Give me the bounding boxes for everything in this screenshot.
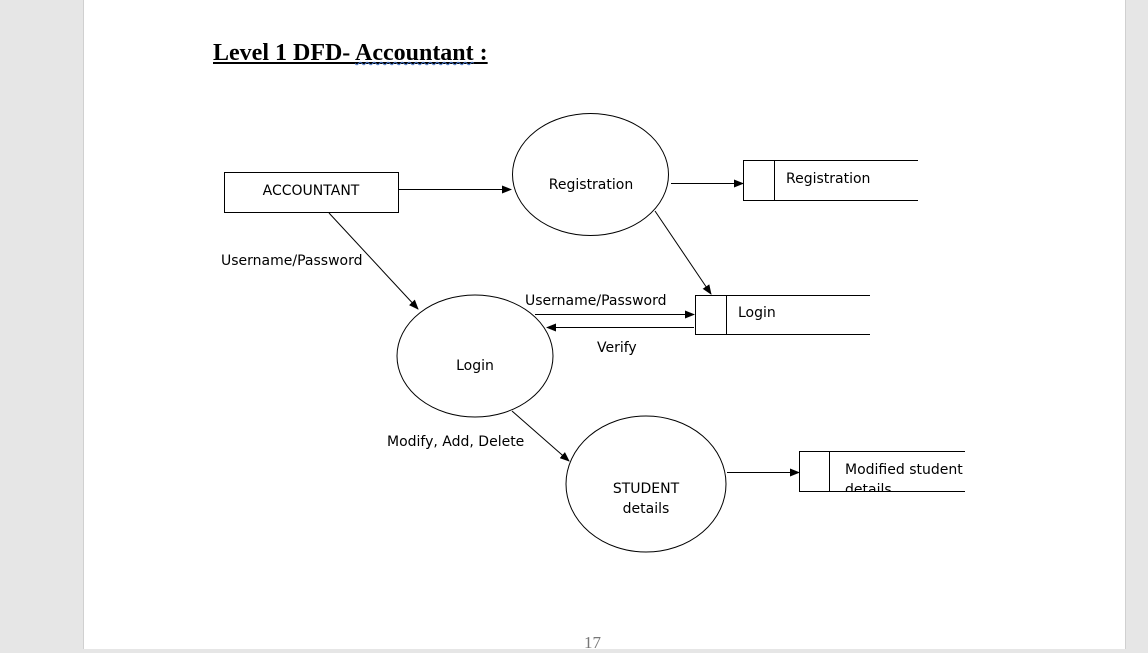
store-login-label: Login: [738, 305, 776, 321]
flow-label-modify-add-delete: Modify, Add, Delete: [387, 434, 524, 450]
page-number: 17: [584, 633, 601, 652]
store-registration-label: Registration: [786, 171, 870, 187]
store-modified-label-line2: details: [845, 482, 892, 498]
page-heading: Level 1 DFD- Accountant :: [213, 40, 488, 67]
entity-accountant-label: ACCOUNTANT: [263, 183, 360, 199]
process-student-details: [565, 415, 727, 553]
heading-prefix: Level 1 DFD-: [213, 40, 355, 66]
store-modified-label-line1: Modified student: [845, 462, 963, 478]
flow-label-verify: Verify: [597, 340, 637, 356]
process-student-label-line1: STUDENT: [613, 481, 680, 497]
process-login: [396, 294, 554, 418]
process-registration: [512, 113, 669, 236]
process-student-label-line2: details: [623, 501, 670, 517]
flow-registration-to-login-store: [654, 210, 712, 295]
flow-label-accountant-login: Username/Password: [221, 253, 362, 269]
entity-accountant: [224, 172, 399, 213]
heading-suffix: :: [473, 40, 488, 66]
flow-accountant-to-login: [328, 212, 419, 310]
process-registration-label: Registration: [549, 177, 633, 193]
flow-label-login-store: Username/Password: [525, 293, 666, 309]
flow-login-to-student: [511, 410, 570, 462]
heading-spellcheck-word[interactable]: Accountant: [354, 40, 474, 66]
process-login-label: Login: [456, 358, 494, 374]
store-login: [695, 295, 870, 335]
